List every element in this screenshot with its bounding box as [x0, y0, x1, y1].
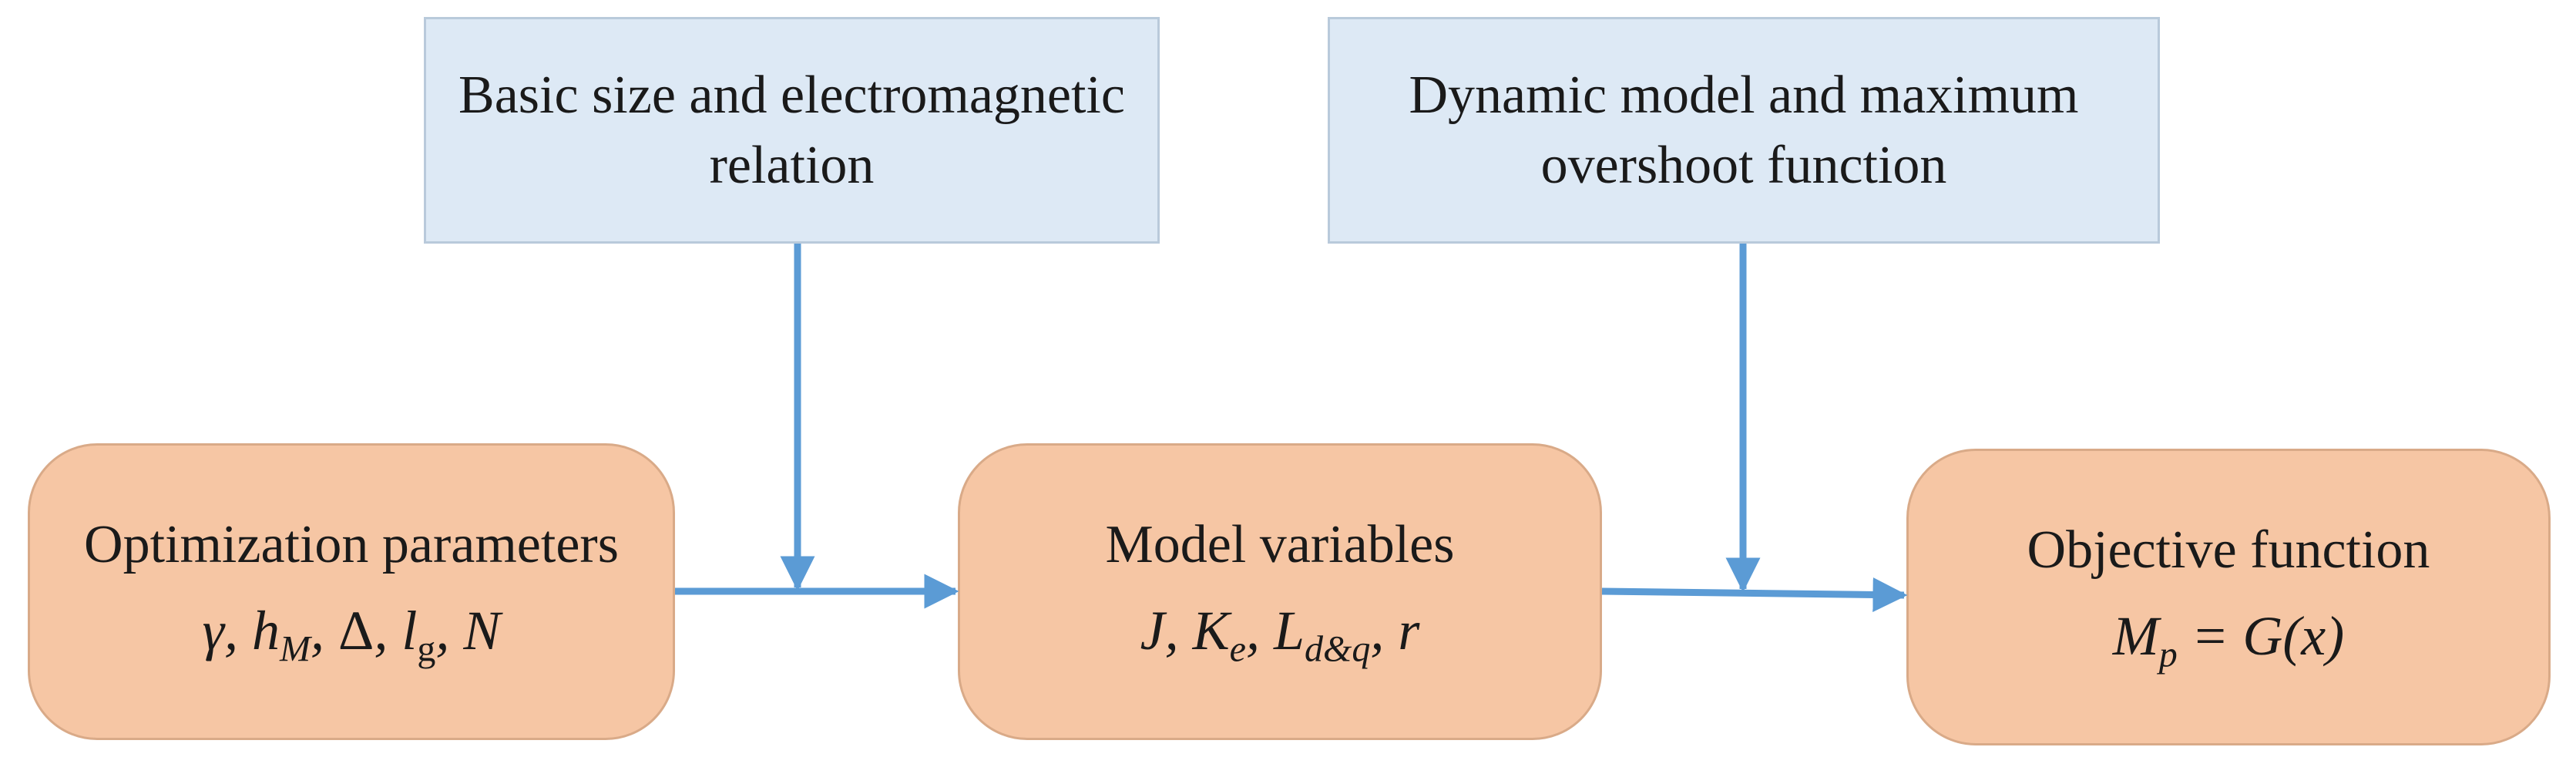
optimization-parameters-node: Optimization parameters γ, hM, Δ, lg, N [28, 443, 675, 740]
basic-size-line2: relation [709, 136, 875, 195]
arrow-model-to-objective [1601, 577, 1908, 612]
dynamic-model-line1: Dynamic model and maximum [1409, 66, 2079, 125]
model-variables-node: Model variables J, Ke, Ld&q, r [958, 443, 1602, 740]
dynamic-model-box: Dynamic model and maximum overshoot func… [1328, 17, 2160, 244]
objective-function-formula: Mp = G(x) [2112, 604, 2345, 675]
objective-function-title: Objective function [2027, 520, 2430, 580]
model-variables-title: Model variables [1105, 514, 1455, 574]
dynamic-model-line2: overshoot function [1540, 136, 1947, 195]
optimization-parameters-formula: γ, hM, Δ, lg, N [202, 599, 501, 669]
objective-function-node: Objective function Mp = G(x) [1906, 449, 2551, 745]
model-variables-formula: J, Ke, Ld&q, r [1140, 599, 1420, 669]
optimization-parameters-title: Optimization parameters [84, 514, 619, 574]
basic-size-line1: Basic size and electromagnetic [458, 66, 1125, 125]
basic-size-relation-box: Basic size and electromagnetic relation [424, 17, 1160, 244]
